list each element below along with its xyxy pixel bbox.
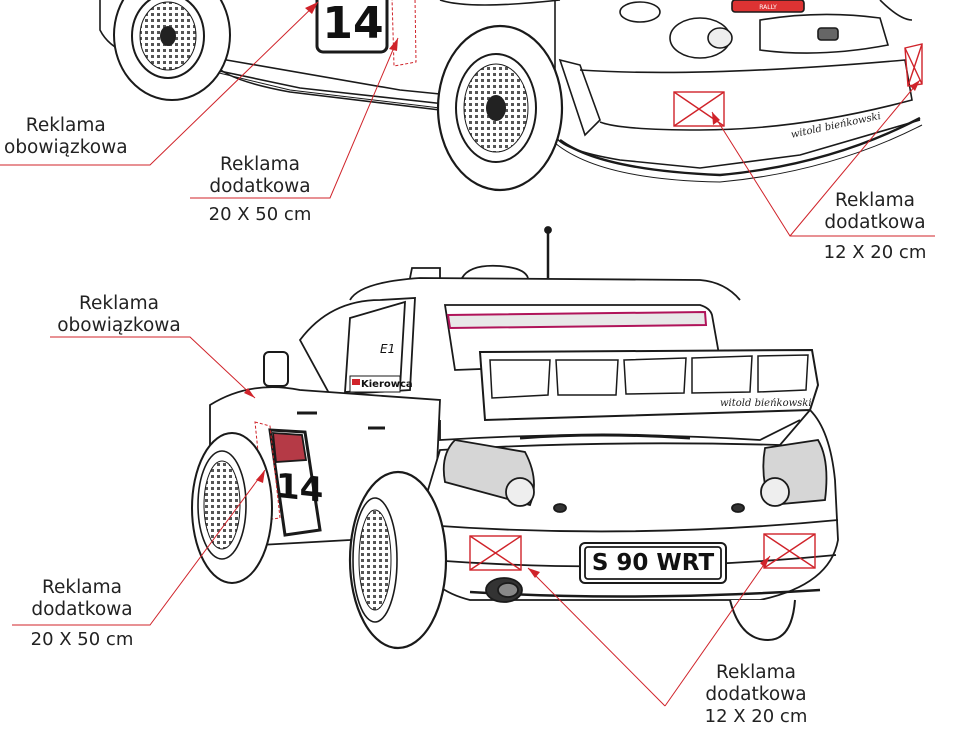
- label-line2: dodatkowa: [31, 599, 133, 620]
- label-size: 20 X 50 cm: [30, 629, 134, 650]
- label-line1: Reklama: [835, 190, 915, 211]
- label-line1: Reklama: [79, 293, 159, 314]
- label-top-mandatory: Reklama obowiązkowa: [4, 115, 128, 159]
- label-line2: dodatkowa: [209, 176, 311, 197]
- svg-text:RALLY: RALLY: [759, 4, 777, 11]
- rear-hidden-wheel: [729, 599, 796, 642]
- spoiler-signature: witold bieńkowski: [720, 398, 812, 409]
- label-top-front-additional: Reklama dodatkowa 12 X 20 cm: [805, 190, 945, 264]
- rear-left-wheel: [191, 432, 273, 584]
- label-size: 12 X 20 cm: [823, 242, 927, 263]
- rear-right-ad-box: [763, 533, 816, 569]
- class-label: E1: [380, 342, 396, 356]
- label-size: 12 X 20 cm: [704, 706, 808, 727]
- label-line1: Reklama: [42, 577, 122, 598]
- label-line1: Reklama: [716, 662, 796, 683]
- label-line1: Reklama: [220, 154, 300, 175]
- label-rear-door-additional: Reklama dodatkowa 20 X 50 cm: [12, 577, 152, 651]
- leader-lines: [0, 1, 935, 707]
- top-rear-wheel: [113, 0, 231, 101]
- label-rear-bumper-additional: Reklama dodatkowa 12 X 20 cm: [686, 662, 826, 728]
- label-size: 20 X 50 cm: [208, 204, 312, 225]
- label-line2: obowiązkowa: [4, 137, 128, 158]
- label-line2: dodatkowa: [705, 684, 807, 705]
- license-plate: S 90 WRT: [591, 550, 715, 576]
- rear-right-wheel: [348, 470, 448, 650]
- label-top-door-additional: Reklama dodatkowa 20 X 50 cm: [190, 154, 330, 226]
- label-line1: Reklama: [25, 115, 106, 136]
- label-rear-mandatory: Reklama obowiązkowa: [48, 293, 190, 337]
- top-start-number: 14: [322, 0, 384, 49]
- leader-arrowheads: [244, 2, 920, 578]
- rear-start-number: 14: [276, 465, 324, 511]
- top-front-side-ad-box: [904, 43, 923, 87]
- driver-name-label: Kierowca: [361, 379, 413, 390]
- rear-car: [209, 226, 839, 603]
- label-line2: dodatkowa: [824, 212, 926, 233]
- label-line2: obowiązkowa: [57, 315, 181, 336]
- top-front-wheel: [436, 24, 564, 192]
- rear-left-ad-box: [469, 535, 522, 571]
